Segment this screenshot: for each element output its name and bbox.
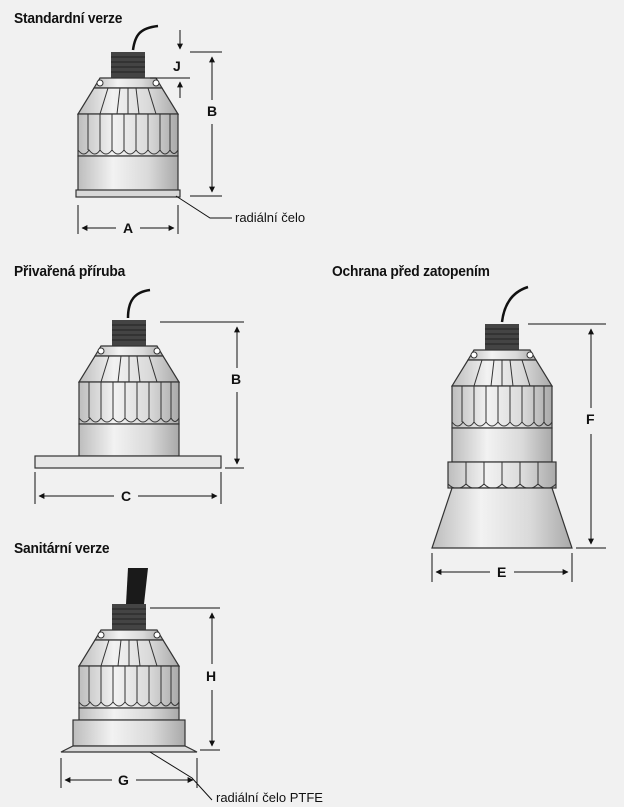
dimension-j-label: J xyxy=(173,58,181,74)
standard-sensor-drawing xyxy=(75,24,232,234)
radial-face-ptfe-note: radiální čelo PTFE xyxy=(216,790,323,805)
dimension-b-label: B xyxy=(207,103,218,119)
sanitary-sensor-drawing xyxy=(60,568,220,801)
dimension-b-flange-label: B xyxy=(231,371,242,387)
dimension-c-label: C xyxy=(121,488,132,504)
standard-version-title: Standardní verze xyxy=(14,10,123,27)
dimension-e-label: E xyxy=(497,564,507,580)
dimension-f-label: F xyxy=(586,411,595,427)
dimension-a-label: A xyxy=(123,220,134,236)
flood-protection-sensor-drawing xyxy=(431,285,606,582)
dimension-h-label: H xyxy=(206,668,217,684)
welded-flange-sensor-drawing xyxy=(34,288,244,504)
dimension-g-label: G xyxy=(118,772,129,788)
radial-face-note: radiální čelo xyxy=(235,210,306,225)
flood-protection-title: Ochrana před zatopením xyxy=(332,263,490,280)
welded-flange-title: Přivařená příruba xyxy=(14,263,126,280)
sanitary-version-title: Sanitární verze xyxy=(14,540,110,557)
